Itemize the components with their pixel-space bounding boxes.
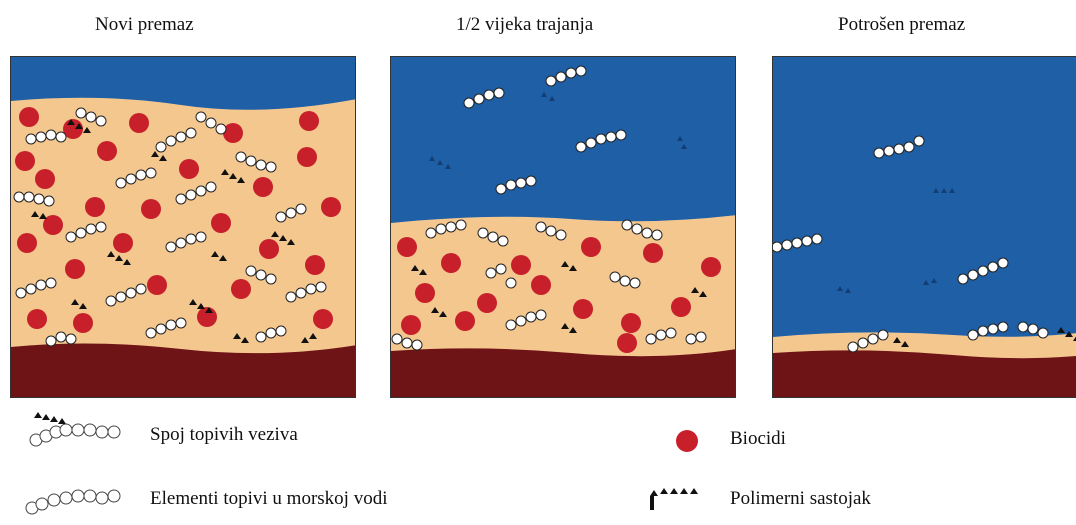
title-spent-coating: Potrošen premaz [838,14,965,36]
title-half-life: 1/2 vijeka trajanja [456,14,593,36]
polymer-chain-icon [646,486,706,521]
biocide-dot-icon [672,426,702,461]
legend-polymer-label: Polimerni sastojak [730,488,871,510]
legend-binder-label: Spoj topivih veziva [150,424,298,446]
soluble-chain-icon [20,476,130,521]
binder-chain-icon [20,410,130,455]
panel-spent-coating [772,56,1076,398]
panel-new-coating [10,56,356,398]
legend-soluble-label: Elementi topivi u morskoj vodi [150,488,387,510]
legend-biocides-label: Biocidi [730,428,786,450]
title-new-coating: Novi premaz [95,14,194,36]
panel-half-life [390,56,736,398]
